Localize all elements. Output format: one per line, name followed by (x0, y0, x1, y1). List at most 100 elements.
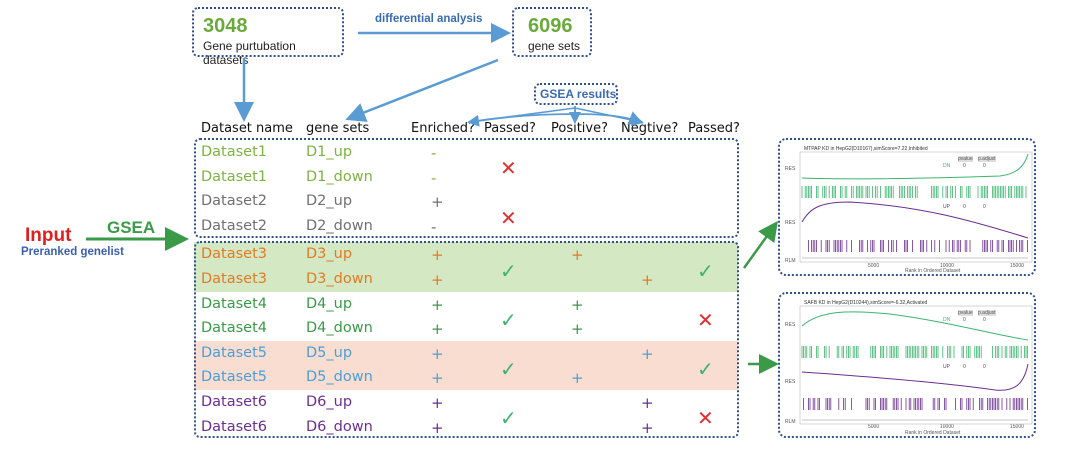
enriched-cell: + (431, 246, 444, 265)
panel2-legend-pvalue: pvalue (958, 310, 973, 316)
dataset-name-cell: Dataset4 (201, 320, 268, 337)
dataset5-band (194, 341, 738, 390)
negative-cell: + (641, 394, 654, 412)
panel1-y-label-3: RLM (785, 258, 796, 264)
gene-set-cell: D6_down (306, 418, 373, 435)
header-cell: Dataset name (201, 121, 293, 136)
dataset-name-cell: Dataset2 (201, 217, 268, 234)
dataset-name-cell: Dataset5 (201, 344, 268, 361)
panel1-title: MTPAP KD in HepG2(D10167),simScore=7.22,… (804, 146, 928, 152)
panel1-dn-p: 0 (963, 163, 966, 169)
check-icon: ✓ (697, 258, 714, 283)
dataset-name-cell: Dataset1 (201, 144, 268, 160)
panel1-up-label: UP (943, 204, 950, 210)
panel2-title: SAFB KD in HepG2(D10244),simScore=-6.32,… (804, 300, 928, 306)
dataset-name-cell: Dataset5 (201, 369, 268, 386)
gsea-plot-panel-2: SAFB KD in HepG2(D10244),simScore=-6.32,… (778, 292, 1036, 438)
preranked-label: Preranked genelist (21, 246, 124, 258)
panel1-dn-curve (801, 153, 1029, 180)
gene-set-cell: D1_up (306, 144, 353, 160)
check-icon: ✓ (500, 258, 517, 283)
enriched-cell: + (431, 418, 444, 437)
dataset-name-cell: Dataset6 (201, 418, 268, 435)
panel1-tick-2: 10000 (940, 263, 954, 269)
panel2-dn-hits (801, 346, 1029, 358)
perturbation-datasets-box: 3048 Gene purtubation datasets (192, 7, 344, 67)
panel2-dn-label: DN (943, 317, 951, 323)
panel1-legend-pvalue: pvalue (958, 156, 973, 162)
panel2-plot (799, 305, 1033, 425)
panel2-tick-1: 5000 (868, 424, 880, 430)
dataset3-band (194, 242, 738, 292)
gene-set-cell: D3_down (306, 271, 373, 287)
panel2-dn-p: 0 (963, 317, 966, 323)
enriched-cell: + (431, 295, 444, 314)
datasets-count: 3048 (203, 15, 248, 37)
panel1-up-adj: 0 (983, 204, 986, 210)
panel1-plot (799, 151, 1033, 263)
dataset-name-cell: Dataset1 (201, 168, 268, 185)
panel1-legend-padjust: p.adjust (978, 156, 996, 162)
enriched-cell: + (431, 394, 444, 412)
enriched-cell: + (431, 271, 444, 289)
header-cell: Enriched? (411, 121, 475, 136)
panel2-up-curve (801, 363, 1029, 391)
panel1-tick-1: 5000 (868, 263, 880, 269)
check-icon: ✓ (500, 307, 517, 332)
panel1-up-curve (801, 201, 1029, 239)
panel2-legend-padjust: p.adjust (978, 310, 996, 316)
gsea-results-label: GSEA results (540, 87, 617, 101)
enriched-cell: + (431, 344, 444, 363)
header-cell: Positive? (551, 121, 609, 136)
panel2-up-adj: 0 (983, 364, 986, 370)
arrow-to-panel1 (742, 220, 778, 269)
panel1-dn-label: DN (943, 163, 951, 169)
dataset-name-cell: Dataset2 (201, 193, 268, 210)
enriched-cell: - (431, 217, 437, 236)
dataset-name-cell: Dataset4 (201, 295, 268, 312)
gene-set-cell: D3_up (306, 246, 353, 263)
arrow-genesets-down (345, 58, 499, 122)
dataset-name-cell: Dataset3 (201, 246, 268, 263)
panel1-dn-hits (801, 186, 1027, 198)
gene-sets-label: gene sets (528, 39, 581, 53)
positive-cell: + (571, 369, 584, 388)
panel2-tick-2: 10000 (940, 424, 954, 430)
gsea-label: GSEA (107, 218, 156, 237)
panel1-up-p: 0 (963, 204, 966, 210)
negative-cell: + (641, 418, 654, 437)
panel1-tick-3: 15000 (1010, 263, 1024, 269)
negative-cell: + (641, 271, 654, 289)
gene-set-cell: D4_down (306, 320, 373, 337)
cross-icon: ✕ (500, 156, 517, 181)
dataset-name-cell: Dataset6 (201, 394, 268, 410)
datasets-label: Gene purtubation datasets (203, 39, 296, 67)
positive-cell: + (571, 246, 584, 265)
negative-cell: + (641, 344, 654, 363)
header-cell: Passed? (688, 121, 740, 136)
gene-sets-count: 6096 (528, 15, 573, 37)
gsea-plot-panel-1: MTPAP KD in HepG2(D10167),simScore=7.22,… (778, 138, 1036, 276)
panel1-y-label-1: RES (785, 166, 796, 172)
enriched-cell: - (431, 168, 437, 187)
panel2-y-label-3: RLM (785, 419, 796, 425)
passed-group-box (194, 241, 739, 438)
panel2-axis-label: Rank in Ordered Dataset (905, 430, 961, 436)
panel1-y-label-2: RES (785, 220, 796, 226)
gene-set-cell: D2_down (306, 217, 373, 234)
positive-cell: + (571, 295, 584, 314)
gene-set-cell: D5_down (306, 369, 373, 386)
panel2-up-label: UP (943, 364, 950, 370)
cross-icon: ✕ (697, 406, 714, 431)
gene-sets-box: 6096 gene sets (512, 7, 592, 57)
panel1-dn-adj: 0 (983, 163, 986, 169)
header-cell: gene sets (306, 121, 370, 136)
failed-group-box (194, 138, 739, 238)
panel2-y-label-2: RES (785, 379, 796, 385)
panel1-up-hits (807, 240, 1029, 252)
enriched-cell: + (431, 320, 444, 339)
header-cell: Passed? (484, 121, 536, 136)
gene-set-cell: D1_down (306, 168, 373, 185)
gene-set-cell: D2_up (306, 193, 353, 210)
